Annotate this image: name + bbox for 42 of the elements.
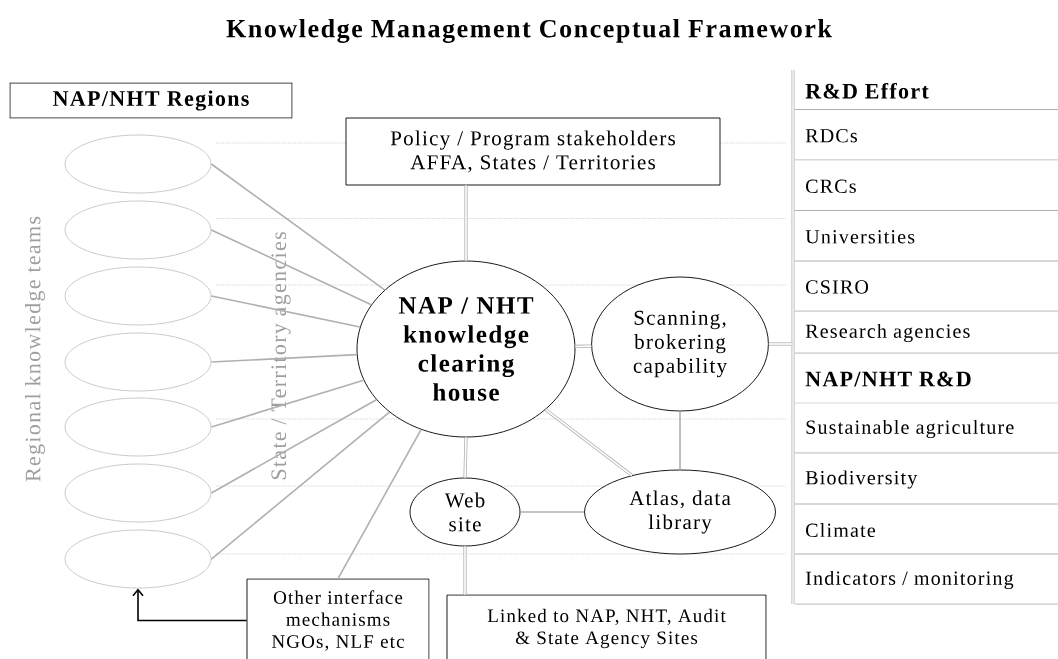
table-cell: CSIRO <box>806 280 869 294</box>
connector-line <box>337 428 422 580</box>
connector-line <box>210 295 361 328</box>
links-box: Linked to NAP, NHT, Audit & State Agency Sites <box>446 594 767 659</box>
interface-box: Other interface mechanisms NGOs, NLF etc <box>246 578 430 659</box>
team-ellipse <box>64 332 212 392</box>
connector-line <box>210 411 391 560</box>
table-cell: Indicators / monitoring <box>805 570 1014 590</box>
connector-line <box>210 229 373 306</box>
connector-line <box>463 436 468 479</box>
team-ellipse <box>64 463 212 523</box>
stakeholder-box: Policy / Program stakeholders AFFA, States / Territories <box>345 117 721 186</box>
table-cell: Universities <box>805 230 915 244</box>
table-cell: Climate <box>806 522 876 538</box>
table-cell: RDCs <box>805 129 857 143</box>
title: Knowledge Management Conceptual Framework <box>226 19 832 43</box>
table-cell: Sustainable agriculture <box>806 419 1014 439</box>
connector-line <box>464 184 468 262</box>
connector-line <box>210 398 378 494</box>
heading-box: NAP/NHT Regions <box>9 82 293 119</box>
vertical-label: Regional knowledge teams <box>25 216 45 482</box>
connector-line <box>679 410 681 471</box>
table-cell: CRCs <box>806 179 856 193</box>
vertical-label: State / Territory agencies <box>271 232 291 480</box>
table-cell: Biodiversity <box>805 470 918 489</box>
team-ellipse <box>64 397 212 457</box>
connector-line <box>210 379 365 428</box>
connector-line <box>768 342 794 346</box>
connector-line <box>574 344 592 349</box>
connector-line <box>463 545 467 596</box>
table-cell: NAP/NHT R&D <box>805 371 971 387</box>
arrow <box>132 588 248 622</box>
connector-line <box>210 353 358 363</box>
table-cell: R&D Effort <box>805 82 929 99</box>
team-ellipse <box>64 266 212 326</box>
team-ellipse <box>64 134 212 194</box>
connector-line <box>544 408 633 477</box>
team-ellipse <box>64 529 212 589</box>
table-cell: Research agencies <box>805 323 970 343</box>
team-ellipse <box>64 200 212 260</box>
connector-line <box>210 163 386 291</box>
connector-line <box>519 511 585 513</box>
